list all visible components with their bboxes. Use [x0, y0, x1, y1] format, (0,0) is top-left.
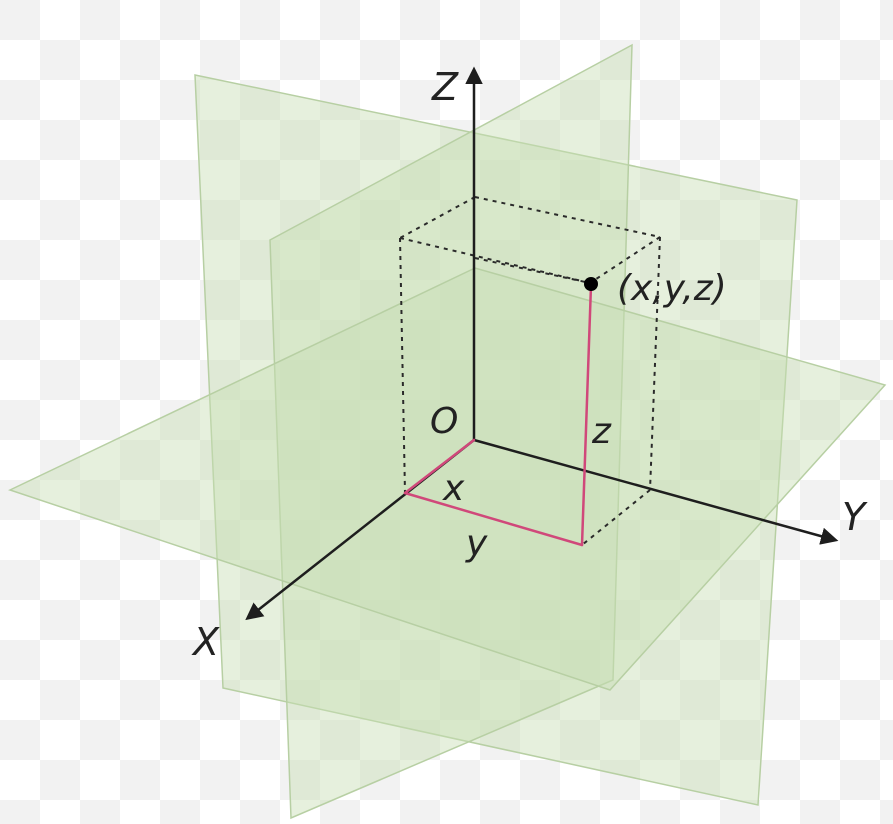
coordinate-x-label: x: [442, 468, 465, 509]
point-marker: [584, 277, 598, 291]
x-axis-label: X: [191, 620, 220, 664]
coordinate-path: [403, 283, 593, 547]
z-axis-label: Z: [431, 65, 459, 109]
y-axis-label: Y: [842, 495, 868, 539]
point-label: (x,y,z): [617, 268, 727, 309]
y-axis: [473, 438, 839, 545]
xz-plane: [194, 74, 798, 806]
bounding-box-dotted: [399, 196, 661, 546]
coordinate-z-label: z: [591, 411, 612, 452]
origin-label: O: [430, 401, 458, 442]
coordinate-y-label: y: [465, 523, 488, 564]
xy-plane: [7, 267, 887, 691]
yz-plane: [269, 43, 633, 820]
